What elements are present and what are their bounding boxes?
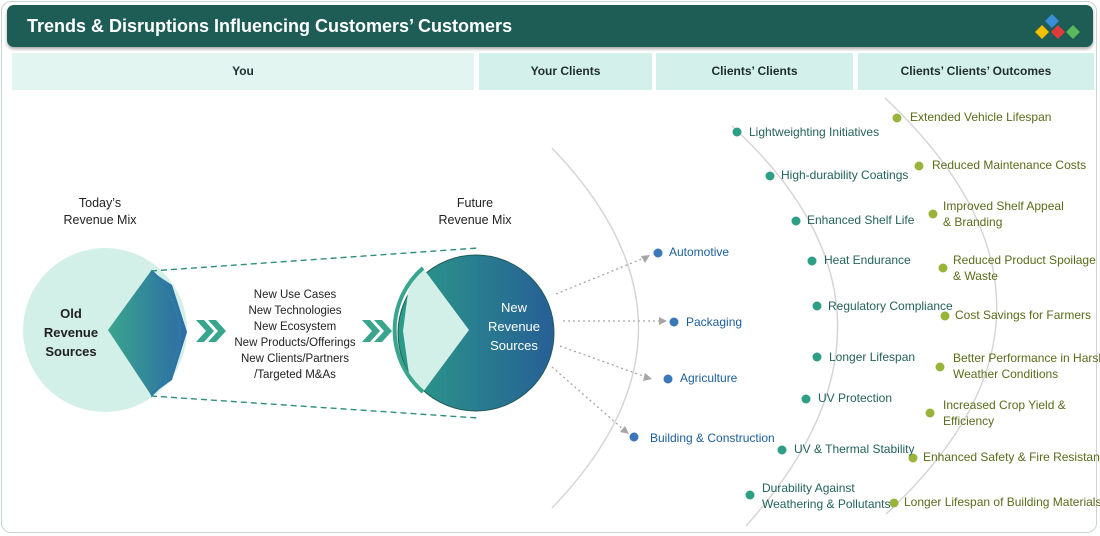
bullet-dot [925,408,935,418]
outcome-line: Weather Conditions [953,367,1059,381]
drivers-list: New Use Cases New Technologies New Ecosy… [230,287,360,383]
bullet-dot [812,352,822,362]
driver-item: New Ecosystem [253,321,337,333]
bullet-dot [669,317,679,327]
bullet-dot [812,301,822,311]
arrow-agriculture [559,345,647,378]
cc-uv-protection: UV Protection [818,391,893,405]
your-clients-arc [551,147,640,509]
bullet-dot [663,374,673,384]
bullet-dot [807,256,817,266]
client-packaging: Packaging [686,315,743,329]
driver-item: New Technologies [248,305,342,317]
bullet-dot [889,498,899,508]
driver-item: /Targeted M&As [254,369,336,381]
new-sources-line: Sources [490,338,538,353]
old-revenue-wedge [108,271,187,395]
bullet-dot [940,311,950,321]
outcome-line: Reduced Product Spoilage [953,253,1096,267]
bullet-dot [791,216,801,226]
double-chevron-right-icon [362,320,392,342]
cc-regulatory-compliance: Regulatory Compliance [828,299,953,313]
bullet-dot [765,171,775,181]
cc-longer-lifespan: Longer Lifespan [829,350,916,364]
outcome-reduced-maintenance-costs: Reduced Maintenance Costs [932,158,1087,172]
outcome-longer-lifespan-building: Longer Lifespan of Building Materials [904,495,1100,509]
bullet-dot [745,490,755,500]
outcome-reduced-product-spoilage: Reduced Product Spoilage & Waste [953,253,1096,284]
connector-top [150,247,479,272]
outcomes-arc [884,97,998,515]
column-header-clients-clients: Clients’ Clients [656,53,853,90]
outcome-extended-vehicle-lifespan: Extended Vehicle Lifespan [910,110,1052,124]
old-revenue-sources-label: Old Revenue Sources [30,304,112,361]
future-label-line: Future [456,196,494,210]
new-revenue-wedge [403,268,469,392]
future-label: Future Revenue Mix [415,195,535,229]
bullet-dot [892,113,902,123]
outcome-enhanced-safety: Enhanced Safety & Fire Resistance [923,450,1100,464]
driver-item: New Products/Offerings [234,337,356,349]
today-label-line: Revenue Mix [63,213,137,227]
driver-item: New Use Cases [253,289,337,301]
future-label-line: Revenue Mix [438,213,512,227]
cc-durability-line: Weathering & Pollutants [762,497,891,511]
new-sources-line: New [500,300,527,315]
clients-clients-arc [731,125,839,527]
cc-durability-line: Durability Against [762,481,855,495]
today-label-line: Today’s [78,196,122,210]
column-header-outcomes: Clients’ Clients’ Outcomes [858,53,1094,90]
new-sources-line: Revenue [487,319,541,334]
bullet-dot [653,248,663,258]
client-automotive: Automotive [669,245,730,259]
column-header-you: You [12,53,474,90]
connector-bottom [150,395,479,419]
outcome-cost-savings-farmers: Cost Savings for Farmers [955,308,1092,322]
outcome-line: Improved Shelf Appeal [943,199,1064,213]
bullet-dot [928,209,938,219]
cc-lightweighting: Lightweighting Initiatives [749,125,880,139]
old-sources-line: Old [60,306,82,321]
outcome-improved-shelf-appeal: Improved Shelf Appeal & Branding [943,199,1064,230]
outcome-line: & Waste [953,269,998,283]
bullet-dot [935,362,945,372]
bullet-dot [801,394,811,404]
brand-diamonds-icon [1035,14,1080,39]
bullet-dot [732,127,742,137]
arrow-automotive [555,257,645,295]
cc-durability-weathering: Durability Against Weathering & Pollutan… [762,481,891,512]
client-building-construction: Building & Construction [650,431,775,445]
title-bar: Trends & Disruptions Influencing Custome… [7,5,1093,47]
column-header-your-clients: Your Clients [479,53,652,90]
arrow-building [551,366,625,431]
cc-enhanced-shelf-life: Enhanced Shelf Life [807,213,915,227]
outcome-line: Efficiency [943,414,995,428]
page-title: Trends & Disruptions Influencing Custome… [27,16,513,36]
cc-high-durability-coatings: High-durability Coatings [781,168,909,182]
cc-uv-thermal-stability: UV & Thermal Stability [794,442,915,456]
bullet-dot [938,263,948,273]
old-sources-line: Sources [45,344,97,359]
outcome-line: & Branding [943,215,1003,229]
bullet-dot [914,161,924,171]
today-label: Today’s Revenue Mix [40,195,160,229]
client-agriculture: Agriculture [680,371,738,385]
outcome-line: Better Performance in Harsh [953,351,1100,365]
outcome-line: Increased Crop Yield & [943,398,1066,412]
outcome-increased-crop-yield: Increased Crop Yield & Efficiency [943,398,1066,429]
bullet-dot [777,445,787,455]
outcome-better-performance: Better Performance in Harsh Weather Cond… [953,351,1100,382]
cc-heat-endurance: Heat Endurance [824,253,911,267]
double-chevron-right-icon [196,320,226,342]
new-revenue-sources-label: New Revenue Sources [476,298,552,355]
bullet-dot [629,432,639,442]
driver-item: New Clients/Partners [240,353,349,365]
bullet-dot [908,453,918,463]
old-sources-line: Revenue [43,325,99,340]
